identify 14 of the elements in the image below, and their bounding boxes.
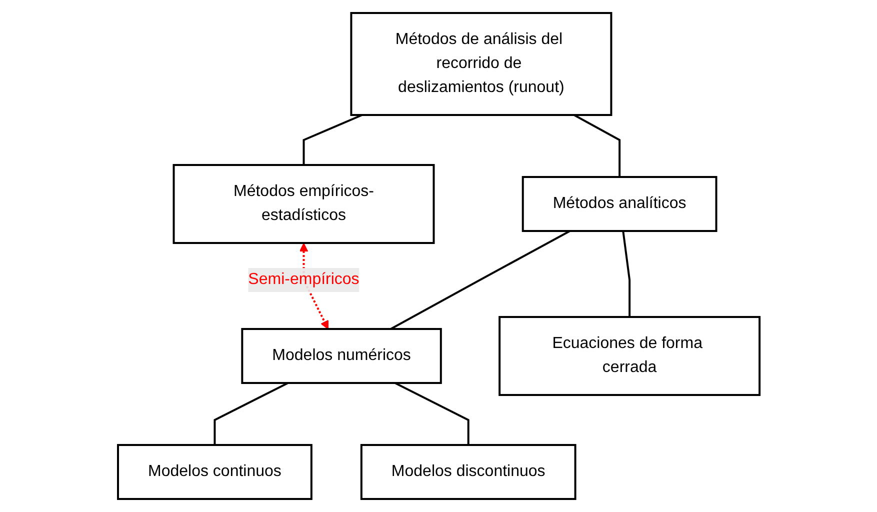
connector bbox=[390, 230, 570, 330]
connector bbox=[394, 382, 470, 445]
node-box: Métodos empíricos-estadísticos bbox=[172, 164, 434, 244]
node-box: Métodos analíticos bbox=[522, 176, 717, 232]
edge-label: Semi-empíricos bbox=[248, 270, 360, 288]
node-box: Ecuaciones de forma cerrada bbox=[498, 316, 760, 396]
connector bbox=[573, 114, 620, 177]
connector bbox=[302, 114, 362, 165]
node-box: Modelos numéricos bbox=[240, 328, 442, 384]
connector bbox=[622, 230, 630, 317]
node-box: Métodos de análisis del recorrido de deslizamientos (runout) bbox=[350, 12, 612, 116]
node-box: Modelos discontinuos bbox=[360, 444, 576, 500]
node-box: Modelos continuos bbox=[116, 444, 312, 500]
connector bbox=[213, 382, 288, 445]
